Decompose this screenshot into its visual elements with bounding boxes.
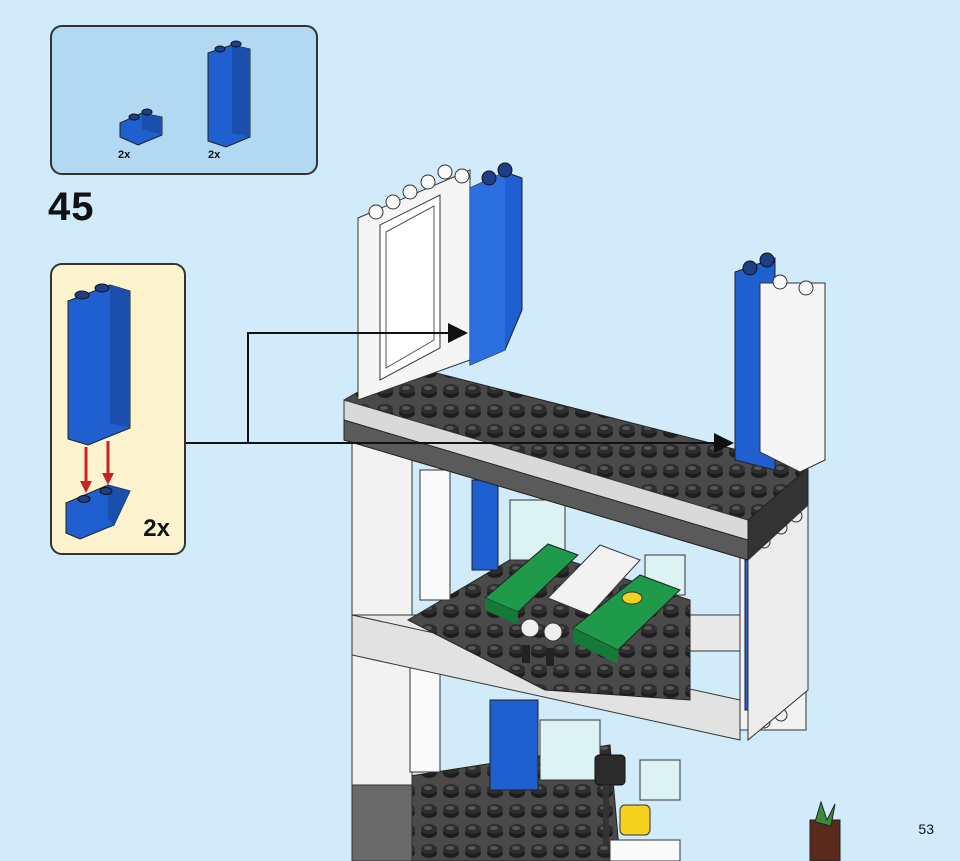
blue-slope-brick-icon	[119, 108, 163, 146]
right-tower	[734, 252, 826, 473]
left-tower	[357, 162, 523, 401]
subassembly-callout: 2x	[50, 263, 186, 555]
blue-tall-brick-icon	[67, 283, 131, 446]
parts-callout: 2x 2x	[50, 25, 318, 175]
step-number: 45	[48, 185, 95, 229]
blue-tall-brick-icon	[207, 40, 251, 148]
build-arrow-icon	[186, 323, 734, 453]
top-floor	[343, 364, 810, 742]
subassembly-quantity: 2x	[143, 515, 170, 542]
part-quantity: 2x	[118, 149, 131, 161]
part-quantity: 2x	[208, 149, 221, 161]
blue-slope-brick-icon	[65, 484, 131, 540]
page-number: 53	[918, 821, 934, 837]
ground-floor	[351, 629, 841, 861]
down-arrow-icon	[80, 441, 114, 493]
